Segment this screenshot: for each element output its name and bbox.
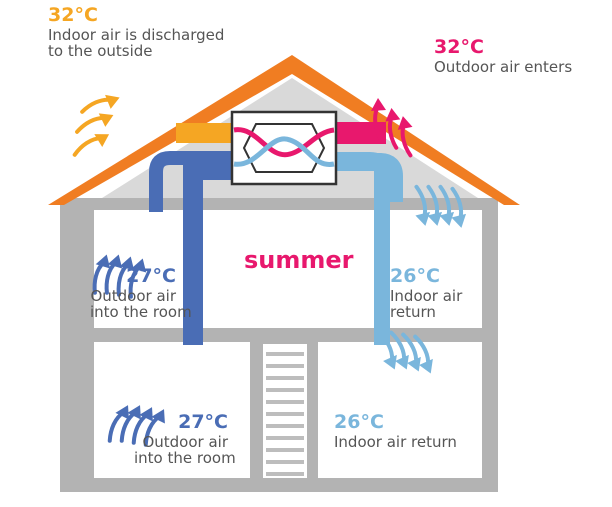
intake-description: Outdoor air enters — [434, 58, 573, 76]
exhaust-duct — [176, 123, 234, 143]
upper-room — [94, 210, 482, 328]
exhaust-temperature: 32°C — [48, 4, 98, 26]
exhaust-arrows — [70, 88, 125, 160]
upper-return-description: Indoor air return — [390, 287, 463, 321]
intake-label: 32°C Outdoor air enters — [434, 36, 573, 76]
lower-right-room — [318, 342, 482, 478]
return-duct — [336, 152, 390, 345]
upper-return-temperature: 26°C — [390, 265, 440, 287]
lower-return-label: 26°C Indoor air return — [334, 411, 457, 451]
lower-return-temperature: 26°C — [334, 411, 384, 433]
intake-duct — [336, 122, 386, 144]
supply-branch-duct — [149, 151, 232, 212]
supply-duct — [183, 160, 232, 345]
upper-return-label: 26°C Indoor air return — [390, 265, 463, 321]
lower-supply-temperature: 27°C — [178, 411, 228, 433]
upper-supply-temperature: 27°C — [126, 265, 176, 287]
lower-return-description: Indoor air return — [334, 433, 457, 451]
heat-exchanger-unit — [230, 110, 338, 186]
lower-supply-description: Outdoor air into the room — [134, 433, 236, 467]
exhaust-description: Indoor air is discharged to the outside — [48, 26, 225, 60]
upper-supply-label: 27°C Outdoor air into the room — [90, 265, 192, 321]
staircase — [263, 344, 307, 478]
exhaust-label: 32°C Indoor air is discharged to the out… — [48, 4, 225, 60]
season-label: summer — [244, 246, 354, 274]
upper-supply-description: Outdoor air into the room — [90, 287, 192, 321]
lower-supply-label: 27°C Outdoor air into the room — [134, 411, 236, 467]
intake-temperature: 32°C — [434, 36, 484, 58]
lower-left-room — [94, 342, 250, 478]
